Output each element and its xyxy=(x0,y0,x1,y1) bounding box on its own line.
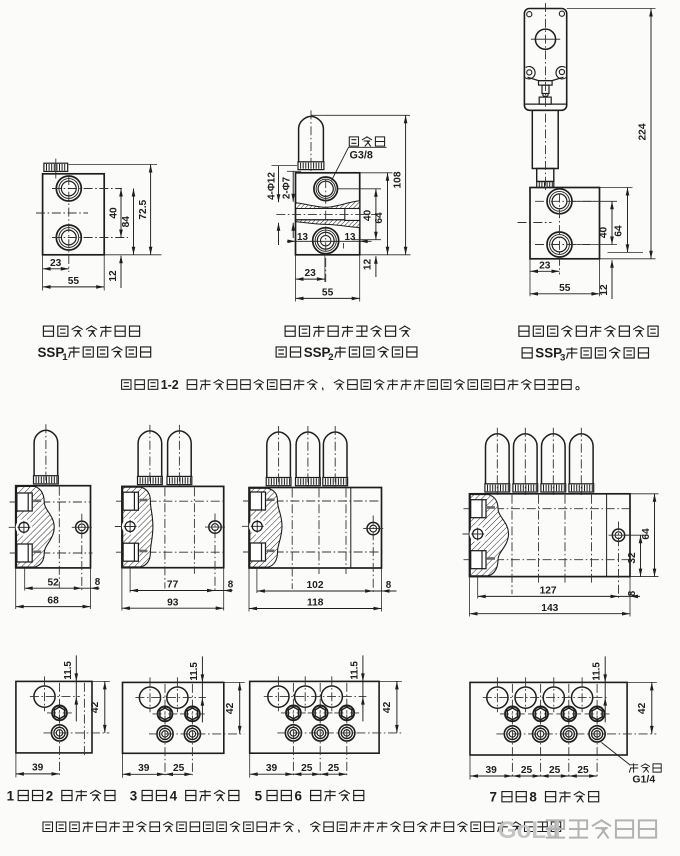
svg-text:2: 2 xyxy=(46,788,53,803)
svg-text:3: 3 xyxy=(560,353,565,364)
svg-text:77: 77 xyxy=(167,580,179,591)
svg-text:8: 8 xyxy=(529,790,537,805)
svg-text:8: 8 xyxy=(386,580,392,591)
svg-text:11.5: 11.5 xyxy=(592,662,603,681)
svg-text:25: 25 xyxy=(328,763,340,774)
svg-text:102: 102 xyxy=(307,580,324,591)
svg-text:G3/8: G3/8 xyxy=(350,150,373,162)
svg-text:13: 13 xyxy=(345,232,356,243)
svg-text:52: 52 xyxy=(48,577,60,588)
svg-text:32: 32 xyxy=(627,552,638,564)
svg-text:12: 12 xyxy=(363,259,374,271)
svg-text:64: 64 xyxy=(374,212,385,224)
svg-text:42: 42 xyxy=(382,701,393,713)
svg-text:68: 68 xyxy=(47,596,59,607)
svg-text:11.5: 11.5 xyxy=(189,662,200,681)
svg-text:72.5: 72.5 xyxy=(138,199,149,219)
svg-text:55: 55 xyxy=(68,276,80,287)
svg-text:8: 8 xyxy=(627,590,638,596)
svg-text:5: 5 xyxy=(255,788,263,803)
svg-text:108: 108 xyxy=(392,171,403,188)
svg-text:84: 84 xyxy=(121,216,132,228)
svg-text:G1/4: G1/4 xyxy=(632,774,655,786)
svg-text:25: 25 xyxy=(301,763,313,774)
svg-text:25: 25 xyxy=(549,765,561,776)
svg-text:11.5: 11.5 xyxy=(63,661,74,680)
svg-text:224: 224 xyxy=(638,123,649,140)
svg-text:12: 12 xyxy=(599,284,610,296)
svg-text:25: 25 xyxy=(521,765,533,776)
svg-text:39: 39 xyxy=(138,763,150,774)
svg-text:6: 6 xyxy=(295,788,302,803)
svg-text:4: 4 xyxy=(170,788,178,803)
svg-text:SSP: SSP xyxy=(535,346,562,361)
svg-text:55: 55 xyxy=(559,283,571,294)
svg-text:1: 1 xyxy=(7,788,15,803)
svg-text:40: 40 xyxy=(363,210,374,222)
svg-text:8: 8 xyxy=(95,577,101,588)
svg-text:7: 7 xyxy=(490,790,497,805)
svg-text:25: 25 xyxy=(577,765,589,776)
svg-text:93: 93 xyxy=(167,597,179,608)
svg-text:42: 42 xyxy=(90,701,101,713)
svg-text:12: 12 xyxy=(108,270,119,282)
svg-text:4-Φ12: 4-Φ12 xyxy=(267,172,278,200)
svg-text:64: 64 xyxy=(614,225,625,237)
svg-text:23: 23 xyxy=(50,258,62,269)
svg-text:25: 25 xyxy=(173,763,185,774)
svg-text:SSP: SSP xyxy=(304,345,331,360)
svg-text:143: 143 xyxy=(541,603,558,614)
svg-text:40: 40 xyxy=(108,207,119,219)
svg-text:64: 64 xyxy=(641,528,652,540)
svg-text:1-2: 1-2 xyxy=(161,378,179,392)
svg-text:39: 39 xyxy=(32,763,44,774)
svg-text:39: 39 xyxy=(266,763,278,774)
svg-text:40: 40 xyxy=(599,227,610,239)
svg-text:127: 127 xyxy=(540,586,557,597)
svg-text:23: 23 xyxy=(305,268,317,279)
svg-text:23: 23 xyxy=(539,260,551,271)
svg-text:42: 42 xyxy=(637,702,648,714)
svg-text:GoLd: GoLd xyxy=(498,817,561,844)
svg-text:118: 118 xyxy=(307,598,324,609)
svg-text:2-Φ7: 2-Φ7 xyxy=(282,176,293,199)
svg-text:1: 1 xyxy=(62,352,68,363)
svg-text:39: 39 xyxy=(486,765,498,776)
svg-text:2: 2 xyxy=(328,352,333,363)
svg-text:13: 13 xyxy=(297,232,308,243)
svg-text:11.5: 11.5 xyxy=(349,661,360,680)
svg-text:42: 42 xyxy=(225,702,236,714)
svg-text:8: 8 xyxy=(228,580,234,591)
svg-text:55: 55 xyxy=(322,288,334,299)
svg-text:SSP: SSP xyxy=(38,345,65,360)
svg-text:3: 3 xyxy=(130,788,137,803)
